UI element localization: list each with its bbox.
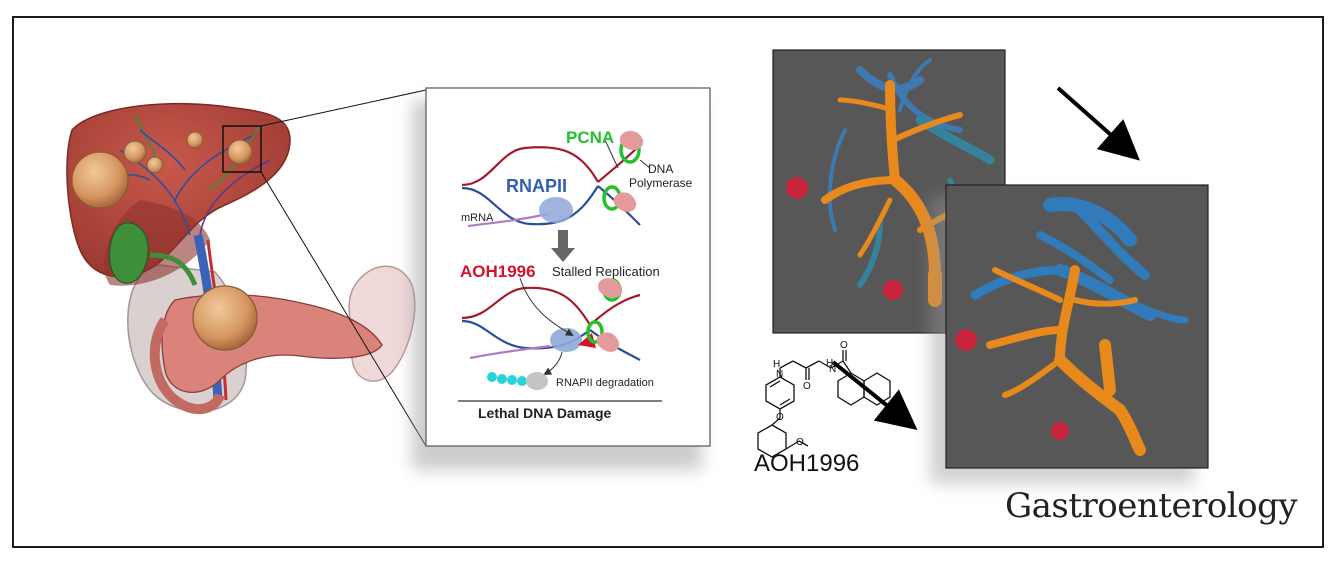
drug-label: AOH1996: [460, 262, 536, 281]
rnapii-label: RNAPII: [506, 176, 567, 196]
zoom-line-bottom: [260, 171, 427, 447]
pancreatic-tumor: [192, 285, 258, 351]
liver-tumor: [71, 151, 129, 209]
aoh1996-structure: [757, 350, 891, 458]
compound-name: AOH1996: [754, 450, 860, 477]
structure-atom-labels: H N H N O O O O: [773, 340, 848, 448]
liver-tumor: [186, 131, 204, 149]
lethal-dna-damage-label: Lethal DNA Damage: [478, 405, 612, 421]
polymerase-pointer: [604, 139, 619, 169]
mechanism-panel-box: [425, 87, 711, 447]
drug-pointer: [519, 277, 574, 337]
stalled-rnapii: [550, 328, 582, 352]
polymerase-pointer: [639, 159, 651, 169]
svg-text:O: O: [840, 340, 848, 351]
progression-arrow-bottom: [831, 360, 918, 431]
svg-text:N: N: [829, 364, 836, 375]
pcna-ring: [586, 320, 604, 344]
svg-text:H: H: [773, 359, 780, 370]
dna-polymerase: [598, 278, 623, 298]
polymerase-label: Polymerase: [629, 176, 693, 190]
dna-label: DNA: [648, 162, 673, 176]
figure-border: [12, 16, 1324, 548]
orange-vessel-network: [986, 265, 1146, 456]
zoom-region-box: [222, 125, 262, 173]
rnapii-degradation-label: RNAPII degradation: [556, 377, 654, 389]
rnapii-complex: [539, 197, 573, 223]
tumor-blob: [786, 177, 808, 199]
blue-vessel-network: [827, 58, 995, 288]
liver-tumor: [123, 140, 147, 164]
aoh1996-binding: [578, 333, 596, 348]
svg-text:O: O: [776, 412, 784, 423]
tumor-blob: [883, 280, 903, 300]
imaging-panel-after-box: [945, 184, 1209, 469]
dna-polymerase: [613, 192, 637, 212]
tumor-blob: [1051, 422, 1069, 440]
tumor-blob: [955, 329, 977, 351]
duodenum: [149, 317, 225, 414]
mechanism-panel: PCNA DNA Polymerase RNAPII mRNA AOH1996 …: [412, 87, 711, 470]
mrna-label: mRNA: [461, 212, 494, 224]
liver-pancreas-illustration: [66, 89, 427, 447]
liver-vessels: [94, 114, 271, 236]
pcna-label: PCNA: [566, 128, 614, 147]
journal-logo: Gastroenterology: [1005, 486, 1298, 526]
liver-tumor: [146, 156, 164, 174]
stalled-replication-label: Stalled Replication: [552, 264, 660, 279]
dna-polymerase: [596, 332, 620, 352]
imaging-panel-after: [930, 184, 1209, 484]
degraded-rnapii: [526, 372, 548, 390]
liver-tumor: [227, 139, 253, 165]
ubiquitin-chain: [487, 372, 527, 386]
svg-text:O: O: [796, 437, 804, 448]
svg-text:N: N: [776, 369, 783, 380]
process-arrow: [551, 230, 575, 262]
degradation-pointer: [543, 351, 563, 375]
svg-text:O: O: [803, 381, 811, 392]
dna-polymerase: [619, 130, 644, 151]
progression-arrow-top: [1056, 86, 1140, 161]
gallbladder: [108, 222, 149, 284]
zoom-line-top: [260, 89, 427, 127]
svg-text:H: H: [826, 358, 833, 369]
bile-duct: [149, 252, 198, 286]
